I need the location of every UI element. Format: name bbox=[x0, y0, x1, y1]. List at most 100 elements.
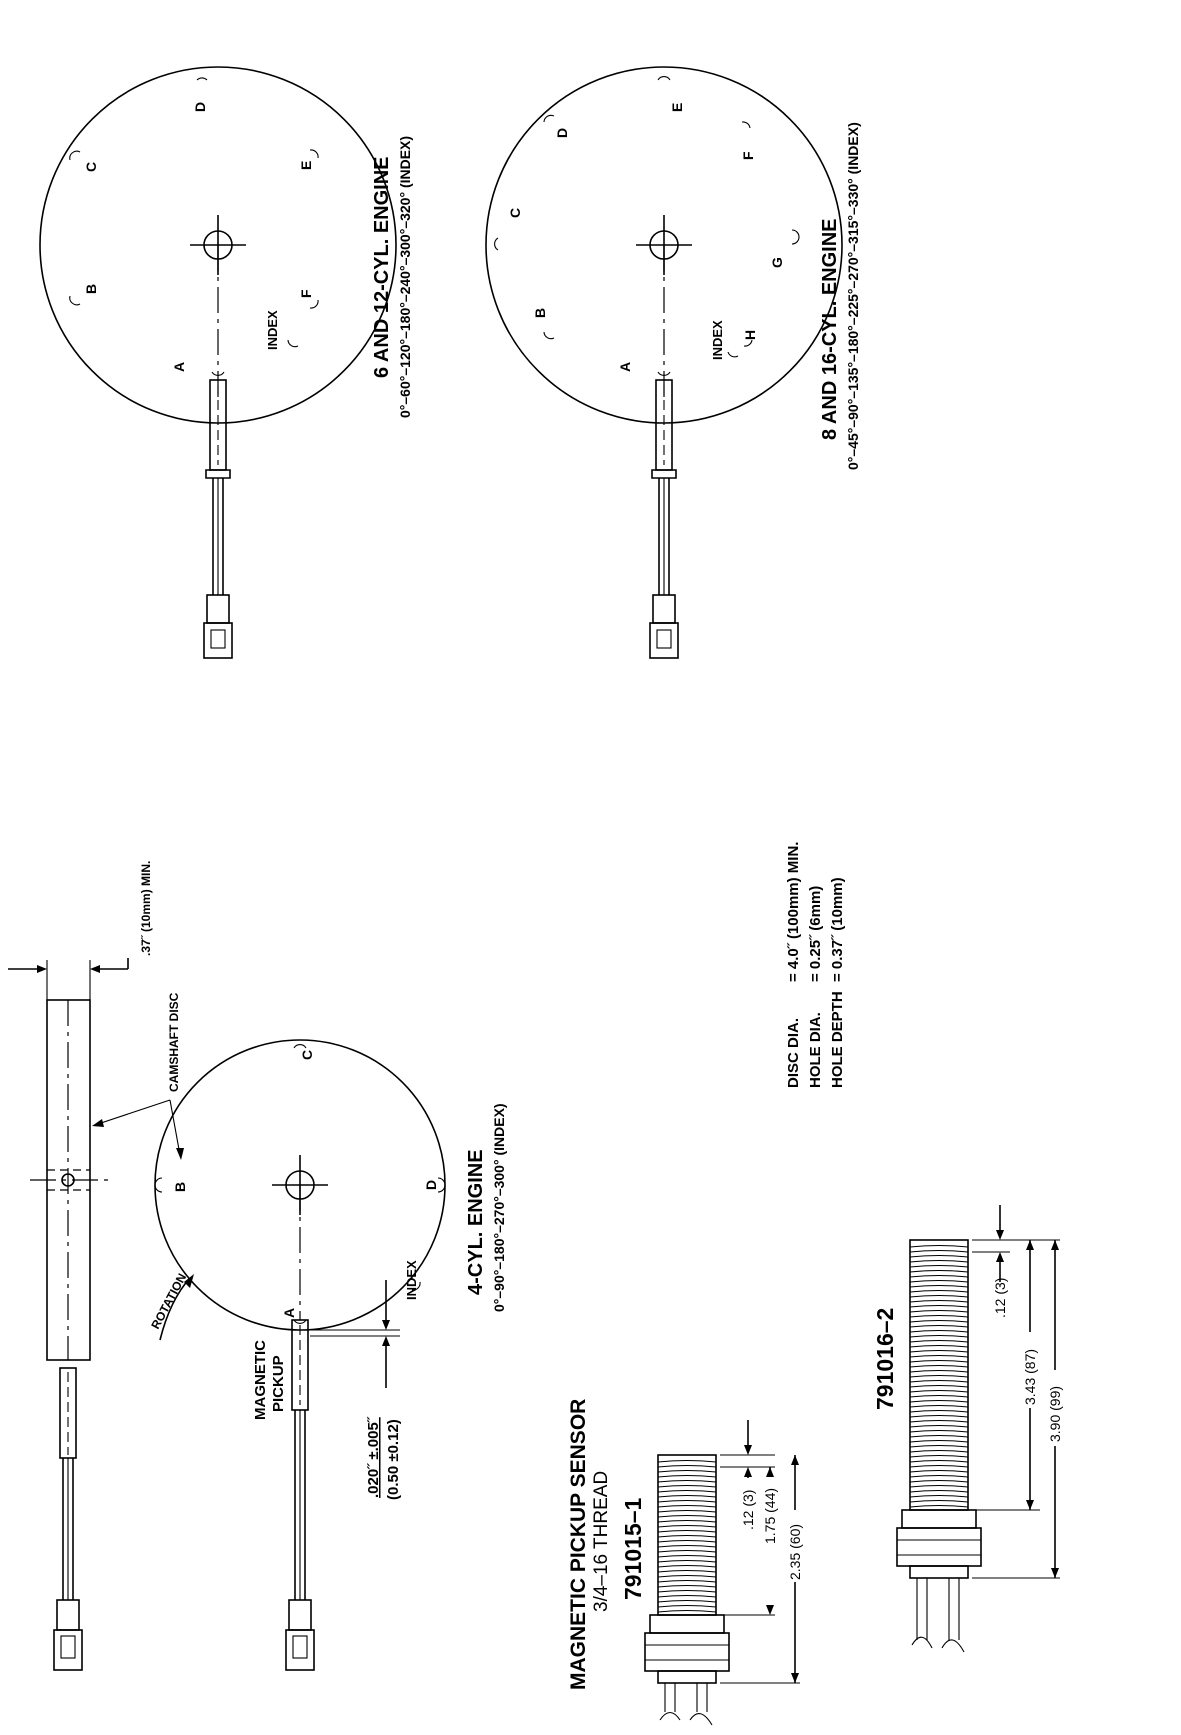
thread-ridge bbox=[657, 1494, 717, 1498]
thread-ridge bbox=[909, 1369, 969, 1373]
magnetic-pickup-assembly bbox=[203, 379, 233, 659]
thread-ridge bbox=[657, 1474, 717, 1478]
sensor-thread: 3/4–16 THREAD bbox=[591, 1471, 612, 1612]
thread-ridge bbox=[657, 1559, 717, 1563]
sensor-791016-2: 791016–2 .12 bbox=[872, 1205, 1064, 1653]
thread-ridge bbox=[657, 1464, 717, 1468]
thread-ridge bbox=[657, 1469, 717, 1473]
pickup-label-line2: PICKUP bbox=[270, 1355, 287, 1412]
thread-ridge bbox=[909, 1479, 969, 1483]
thread-ridge bbox=[909, 1474, 969, 1478]
thread-ridge bbox=[909, 1494, 969, 1498]
mark-d: D bbox=[192, 102, 208, 112]
center-hole-symbol bbox=[636, 215, 692, 275]
mark-b: B bbox=[172, 1182, 188, 1192]
thread-ridge bbox=[909, 1439, 969, 1443]
thread-ridge bbox=[657, 1539, 717, 1543]
thread-ridge bbox=[657, 1604, 717, 1608]
gap-label-line2: (0.50 ±0.12) bbox=[385, 1419, 402, 1500]
thread-pattern bbox=[657, 1459, 717, 1613]
thread-ridge bbox=[909, 1354, 969, 1358]
thread-ridge bbox=[909, 1364, 969, 1368]
thread-ridge bbox=[909, 1504, 969, 1508]
mark-c: C bbox=[299, 1050, 315, 1060]
mark-b: B bbox=[532, 308, 548, 318]
index-label: INDEX bbox=[710, 320, 725, 360]
thread-ridge bbox=[909, 1264, 969, 1268]
thread-ridge bbox=[909, 1404, 969, 1408]
view-angles: 0°–45°–90°–135°–180°–225°–270°–315°–330°… bbox=[845, 122, 861, 470]
thread-ridge bbox=[909, 1449, 969, 1453]
thread-ridge bbox=[909, 1469, 969, 1473]
thread-ridge bbox=[909, 1399, 969, 1403]
thread-ridge bbox=[657, 1504, 717, 1508]
thread-ridge bbox=[909, 1269, 969, 1273]
thread-ridge bbox=[657, 1534, 717, 1538]
thread-ridge bbox=[657, 1609, 717, 1613]
thread-ridge bbox=[909, 1484, 969, 1488]
thread-ridge bbox=[909, 1429, 969, 1433]
mark-d: D bbox=[423, 1180, 439, 1190]
spec-name-hole-depth: HOLE DEPTH bbox=[829, 991, 846, 1088]
thread-ridge bbox=[909, 1459, 969, 1463]
thread-ridge bbox=[657, 1584, 717, 1588]
thread-ridge bbox=[657, 1484, 717, 1488]
dim-overall: 3.90 (99) bbox=[1047, 1386, 1063, 1442]
thread-ridge bbox=[909, 1259, 969, 1263]
spec-name-hole-dia: HOLE DIA. bbox=[807, 1012, 824, 1088]
thread-ridge bbox=[909, 1344, 969, 1348]
thread-ridge bbox=[657, 1509, 717, 1513]
thread-ridge bbox=[657, 1524, 717, 1528]
thread-ridge bbox=[909, 1294, 969, 1298]
thread-ridge bbox=[657, 1479, 717, 1483]
thread-ridge bbox=[657, 1579, 717, 1583]
center-hole-symbol bbox=[190, 215, 246, 275]
thread-ridge bbox=[909, 1329, 969, 1333]
thread-ridge bbox=[909, 1499, 969, 1503]
thread-ridge bbox=[657, 1554, 717, 1558]
thread-ridge bbox=[909, 1434, 969, 1438]
sensor-791015-1: 791015–1 .12 bbox=[620, 1420, 804, 1726]
view-title: 8 AND 16-CYL. ENGINE bbox=[819, 218, 841, 440]
spec-value-hole-depth: = 0.37˝ (10mm) bbox=[829, 877, 846, 982]
thread-ridge bbox=[657, 1589, 717, 1593]
thread-ridge bbox=[909, 1374, 969, 1378]
thread-ridge bbox=[657, 1459, 717, 1463]
four-cyl-view: .37˝ (10mm) MIN. CAMSHAFT DISC A B C D I… bbox=[8, 861, 507, 1671]
dim-overall: 2.35 (60) bbox=[787, 1524, 803, 1580]
six-twelve-cyl-view: A B C D E F INDEX 6 AND 12-CYL. ENGINE 0… bbox=[39, 66, 413, 659]
mark-h: H bbox=[742, 330, 758, 340]
thread-ridge bbox=[909, 1349, 969, 1353]
thread-pattern bbox=[909, 1244, 969, 1508]
mark-c: C bbox=[83, 162, 99, 172]
magnetic-pickup-assembly bbox=[649, 379, 679, 659]
thread-ridge bbox=[909, 1319, 969, 1323]
part-number: 791015–1 bbox=[620, 1497, 646, 1600]
thread-ridge bbox=[657, 1574, 717, 1578]
thread-ridge bbox=[909, 1324, 969, 1328]
view-title: 4-CYL. ENGINE bbox=[465, 1149, 487, 1295]
mark-g: G bbox=[769, 257, 785, 268]
magnetic-pickup-sensor-section: MAGNETIC PICKUP SENSOR 3/4–16 THREAD 791… bbox=[567, 1205, 1064, 1726]
mark-c: C bbox=[507, 208, 523, 218]
hole-markers bbox=[494, 76, 800, 376]
thread-ridge bbox=[657, 1569, 717, 1573]
thread-ridge bbox=[657, 1529, 717, 1533]
camshaft-disc-side-view: .37˝ (10mm) MIN. bbox=[8, 861, 153, 1671]
part-number: 791016–2 bbox=[872, 1308, 898, 1410]
thread-ridge bbox=[909, 1279, 969, 1283]
dim-thread: 1.75 (44) bbox=[762, 1488, 778, 1544]
mark-b: B bbox=[83, 284, 99, 294]
thread-ridge bbox=[909, 1339, 969, 1343]
thread-ridge bbox=[657, 1599, 717, 1603]
thread-ridge bbox=[909, 1489, 969, 1493]
thread-ridge bbox=[909, 1254, 969, 1258]
thread-ridge bbox=[657, 1514, 717, 1518]
thread-ridge bbox=[657, 1544, 717, 1548]
thread-ridge bbox=[657, 1549, 717, 1553]
thread-ridge bbox=[657, 1564, 717, 1568]
thread-ridge bbox=[657, 1489, 717, 1493]
index-label: INDEX bbox=[265, 310, 280, 350]
mark-a: A bbox=[617, 362, 633, 372]
